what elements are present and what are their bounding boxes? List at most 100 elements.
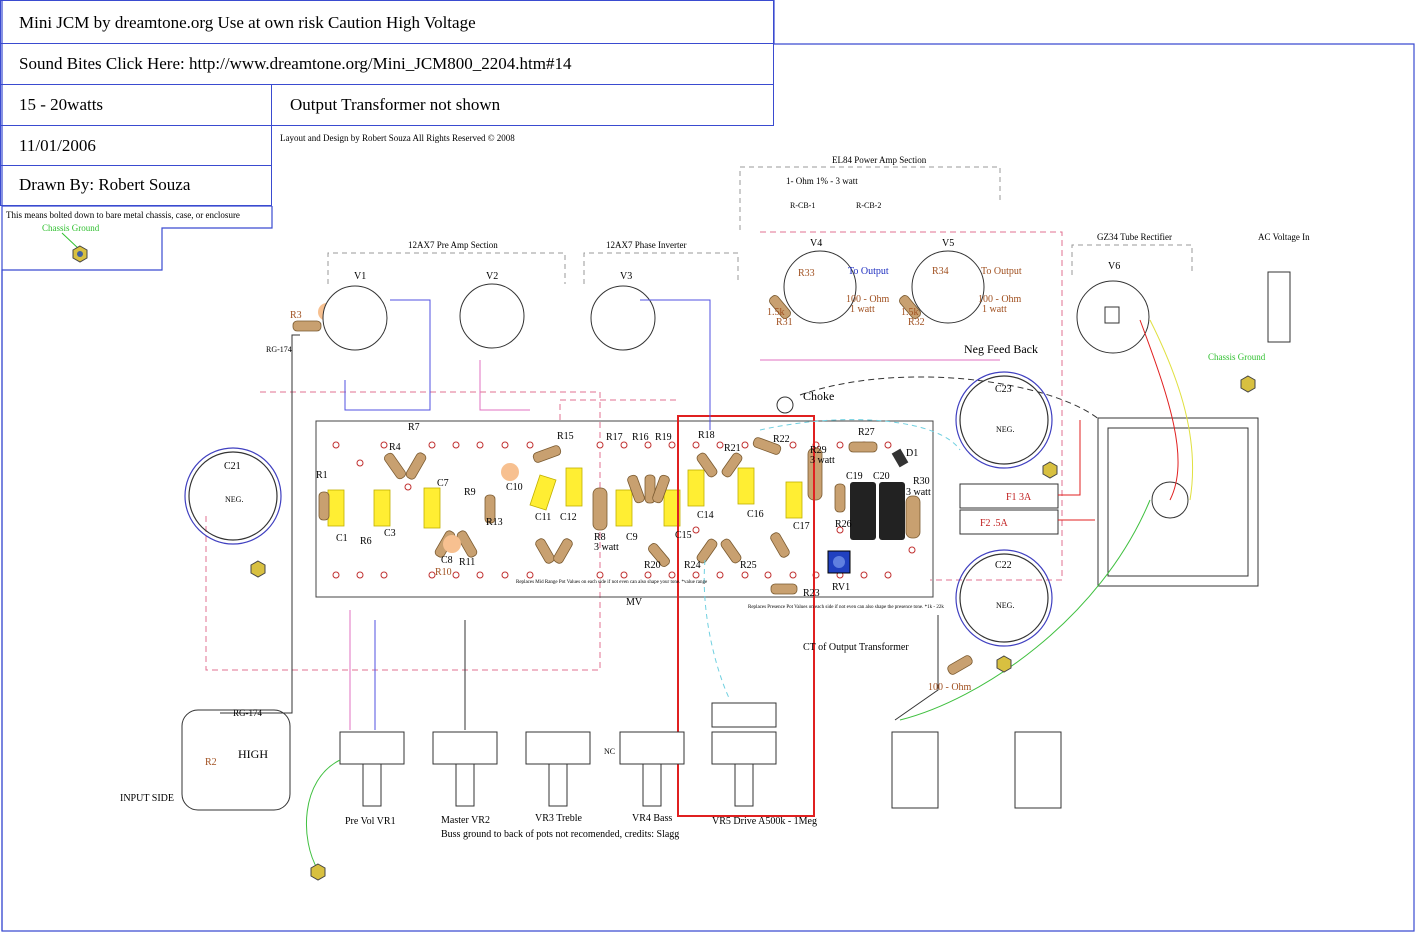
rv1-label: RV1 [832,582,850,593]
r29-watt: 3 watt [810,455,835,466]
neg-label-c22: NEG. [996,601,1014,610]
r27-label: R27 [858,427,875,438]
r19-label: R19 [655,432,672,443]
ground-lug-icons [250,375,1256,881]
r3-label: R3 [290,310,302,321]
buss-note: Buss ground to back of pots not recomend… [441,829,679,840]
one-watt-v4: 1 watt [850,304,875,315]
b-plus-dashed [205,231,1063,671]
hundred-ohm-v4: 100 - Ohm [846,294,890,305]
r8-label: R8 [594,532,606,543]
power-text: 15 - 20watts [19,95,104,114]
neg-feedback-label: Neg Feed Back [964,342,1038,356]
ac-inlet [1267,271,1291,343]
power-section-label: EL84 Power Amp Section [832,155,927,165]
c3-label: C3 [384,528,396,539]
v2-label: V2 [486,271,498,282]
wires [220,299,1194,871]
pi-section-label: 12AX7 Phase Inverter [606,240,686,250]
diode-d1 [891,448,909,468]
c20-label: C20 [873,471,890,482]
drawn-by-row: Drawn By: Robert Souza [0,165,272,206]
rcb2-label: R-CB-2 [856,201,881,210]
v1-label: V1 [354,271,366,282]
title-text: Mini JCM by dreamtone.org Use at own ris… [19,13,476,32]
c10-label: C10 [506,482,523,493]
speaker-jack-1 [891,731,939,809]
c14-label: C14 [697,510,714,521]
high-label: HIGH [238,747,268,761]
to-output-v4: To Output [848,266,889,277]
fuse-f2 [959,509,1059,535]
neg-label-c21: NEG. [225,495,243,504]
f1-label: F1 3A [1006,492,1032,503]
c21-label: C21 [224,461,241,472]
rcb1-label: R-CB-1 [790,201,815,210]
r34-label: R34 [932,266,949,277]
drive-highlight-box [677,415,815,817]
c8-label: C8 [441,555,453,566]
sound-bites-link[interactable]: Sound Bites Click Here: http://www.dream… [19,54,572,73]
v6-label: V6 [1108,261,1120,272]
pot-vr1-label: Pre Vol VR1 [345,816,396,827]
r9-label: R9 [464,487,476,498]
c12-label: C12 [560,512,577,523]
r31-value: 1.5k [767,307,785,318]
drawn-by-text: Drawn By: Robert Souza [19,175,191,194]
f2-label: F2 .5A [980,518,1009,529]
c11-label: C11 [535,512,551,523]
chassis-ground-label: Chassis Ground [42,223,100,233]
r1-label: R1 [316,470,328,481]
c22-label: C22 [995,560,1012,571]
r31-label: R31 [776,317,793,328]
r21-label: R21 [724,443,741,454]
r16-label: R16 [632,432,649,443]
r30-watt: 3 watt [906,487,931,498]
r22-label: R22 [773,434,790,445]
speaker-jack-2 [1014,731,1062,809]
one-watt-v5: 1 watt [982,304,1007,315]
nc-label: NC [604,747,615,756]
date-text: 11/01/2006 [19,136,96,155]
preamp-section-label: 12AX7 Pre Amp Section [408,240,498,250]
pot-vr5-label: VR5 Drive A500k - 1Meg [712,816,817,827]
r29-label: R29 [810,445,827,456]
power-row: 15 - 20watts [0,84,272,126]
c16-label: C16 [747,509,764,520]
r15-label: R15 [557,431,574,442]
c15-label: C15 [675,530,692,541]
pot-vr3-label: VR3 Treble [535,813,583,824]
ac-in-label: AC Voltage In [1258,232,1310,242]
choke-label: Choke [803,389,834,403]
pot-vr2-label: Master VR2 [441,815,490,826]
to-output-v5: To Output [981,266,1022,277]
chassis-ground-right: Chassis Ground [1208,352,1266,362]
d1-label: D1 [906,448,918,459]
bolted-note: This means bolted down to bare metal cha… [6,210,240,220]
ct-ot-label: CT of Output Transformer [803,642,909,653]
mv-label: MV [626,597,643,608]
ot-note-row: Output Transformer not shown [271,84,774,126]
v5-label: V5 [942,238,954,249]
filter-cap-c19 [850,482,876,540]
v3-label: V3 [620,271,632,282]
input-side-label: INPUT SIDE [120,793,174,804]
pots [339,702,777,807]
one-ohm-label: 1- Ohm 1% - 3 watt [786,176,858,186]
filter-cap-c20 [879,482,905,540]
r23-label: R23 [803,588,820,599]
r33-label: R33 [798,268,815,279]
c19-label: C19 [846,471,863,482]
eyelets [332,441,916,579]
title-row: Mini JCM by dreamtone.org Use at own ris… [0,0,774,44]
r13-label: R13 [486,517,503,528]
ot-note-text: Output Transformer not shown [290,95,501,114]
r4-label: R4 [389,442,401,453]
c1-label: C1 [336,533,348,544]
midrange-note: Replaces Mid Range Pot Values on each si… [516,580,708,585]
hundred-ohm-ct: 100 - Ohm [928,682,972,693]
r2-label: R2 [205,757,217,768]
r26-label: R26 [835,519,852,530]
r32-value: 1.5k [901,307,919,318]
